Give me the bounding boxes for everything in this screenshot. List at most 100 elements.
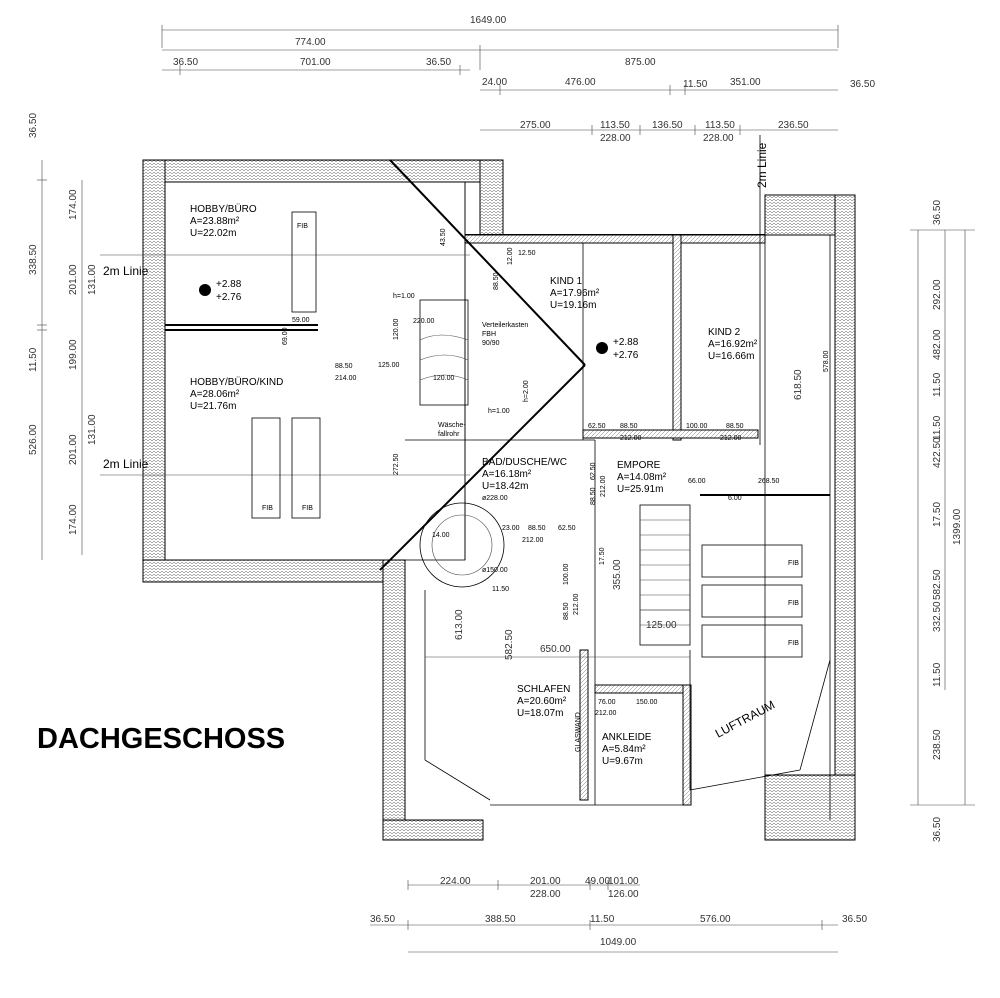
svg-text:150.00: 150.00 (636, 699, 658, 706)
svg-text:62.50: 62.50 (558, 525, 576, 532)
svg-text:A=28.06m²: A=28.06m² (190, 389, 240, 400)
dim-bottom-36-50-a: 36.50 (370, 914, 395, 925)
svg-text:23.00: 23.00 (502, 525, 520, 532)
svg-text:FIB: FIB (297, 223, 308, 230)
svg-text:62.50: 62.50 (590, 462, 597, 480)
dim-476: 476.00 (565, 77, 596, 88)
dim-bottom-228: 228.00 (530, 889, 561, 900)
dim-right-11-50-c: 11.50 (932, 415, 943, 440)
svg-text:A=20.60m²: A=20.60m² (517, 696, 567, 707)
staircase (419, 299, 691, 646)
two-meter-line-label-2: 2m Linie (103, 457, 149, 471)
svg-text:A=23.88m²: A=23.88m² (190, 216, 240, 227)
dim-right-17-50: 17.50 (932, 502, 943, 527)
svg-text:BAD/DUSCHE/WC: BAD/DUSCHE/WC (482, 457, 567, 468)
svg-text:U=18.07m: U=18.07m (517, 708, 563, 719)
dim-875: 875.00 (625, 57, 656, 68)
svg-text:272.50: 272.50 (393, 453, 400, 475)
roof-window-2 (251, 417, 281, 519)
svg-text:613.00: 613.00 (454, 609, 465, 640)
dim-left-11-50: 11.50 (28, 347, 39, 372)
svg-text:11.50: 11.50 (492, 586, 509, 593)
dim-bottom-126: 126.00 (608, 889, 639, 900)
roof-window-4 (701, 544, 803, 578)
svg-text:+2.76: +2.76 (216, 292, 242, 303)
svg-text:62.50: 62.50 (588, 423, 606, 430)
svg-text:214.00: 214.00 (335, 375, 357, 382)
dim-774: 774.00 (295, 37, 326, 48)
level-marker-1: +2.88 +2.76 (199, 279, 242, 303)
dim-left-201-b: 201.00 (68, 434, 79, 465)
top-dimensions: 1649.00 774.00 875.00 36.50 701.00 36.50… (161, 15, 875, 144)
dim-bottom-576: 576.00 (700, 914, 731, 925)
svg-text:578.00: 578.00 (823, 350, 830, 372)
verteiler-label-3: 90/90 (482, 340, 500, 347)
dim-right-292: 292.00 (932, 279, 943, 310)
dim-bottom-11-50: 11.50 (590, 914, 615, 925)
svg-text:U=25.91m: U=25.91m (617, 484, 663, 495)
svg-text:A=16.92m²: A=16.92m² (708, 339, 758, 350)
svg-text:88.50: 88.50 (528, 525, 546, 532)
dim-36-50-b: 36.50 (426, 57, 451, 68)
svg-text:66.00: 66.00 (688, 478, 706, 485)
dim-228-b: 228.00 (703, 133, 734, 144)
room-kind-2: KIND 2 A=16.92m² U=16.66m (708, 327, 758, 362)
svg-text:+2.76: +2.76 (613, 350, 639, 361)
luftraum-label: LUFTRAUM (713, 698, 777, 741)
dim-36-50-a: 36.50 (173, 57, 198, 68)
svg-text:125.00: 125.00 (646, 620, 677, 631)
svg-text:12.50: 12.50 (518, 250, 536, 257)
right-dimensions: 36.50 292.00 11.50 422.50 17.50 582.50 3… (910, 200, 975, 842)
two-meter-line-label-3: 2m Linie (755, 142, 769, 188)
dim-left-338-50: 338.50 (28, 244, 39, 275)
roof-ridge-line-a (389, 159, 586, 366)
svg-text:125.00: 125.00 (378, 362, 400, 369)
svg-text:355.00: 355.00 (612, 559, 623, 590)
dim-left-526: 526.00 (28, 424, 39, 455)
dim-113-50-a: 113.50 (600, 120, 630, 131)
dim-bottom-36-50-b: 36.50 (842, 914, 867, 925)
dim-136-50: 136.50 (652, 120, 683, 131)
bottom-dimensions: 224.00 201.00 49.00 101.00 228.00 126.00… (370, 876, 867, 953)
svg-text:12.00: 12.00 (507, 247, 514, 265)
room-hobby-buero-kind: HOBBY/BÜRO/KIND A=28.06m² U=21.76m (190, 376, 283, 412)
svg-text:17.50: 17.50 (599, 547, 606, 565)
svg-text:76.00: 76.00 (598, 699, 616, 706)
svg-text:SCHLAFEN: SCHLAFEN (517, 684, 570, 695)
dim-right-238-50: 238.50 (932, 729, 943, 760)
dim-bottom-101: 101.00 (608, 876, 639, 887)
svg-text:69.00: 69.00 (282, 327, 289, 345)
svg-text:6.00: 6.00 (728, 495, 742, 502)
level-marker-2: +2.88 +2.76 (596, 337, 639, 361)
dim-bottom-388-50: 388.50 (485, 914, 516, 925)
dim-11-50-top: 11.50 (683, 79, 708, 90)
room-empore: EMPORE A=14.08m² U=25.91m (617, 460, 667, 495)
svg-text:FIB: FIB (788, 640, 799, 647)
svg-text:h=2.00: h=2.00 (523, 380, 530, 402)
svg-text:HOBBY/BÜRO/KIND: HOBBY/BÜRO/KIND (190, 376, 283, 388)
svg-text:KIND 2: KIND 2 (708, 327, 741, 338)
dim-bottom-49: 49.00 (585, 876, 610, 887)
page-title: DACHGESCHOSS (37, 723, 285, 755)
roof-ridge-line-b (379, 364, 586, 571)
svg-text:88.50: 88.50 (563, 602, 570, 620)
left-dimensions: 36.50 338.50 11.50 526.00 174.00 201.00 … (28, 113, 98, 560)
dim-left-174-b: 174.00 (68, 504, 79, 535)
dim-right-1399: 1399.00 (952, 508, 963, 545)
svg-text:+2.88: +2.88 (216, 279, 242, 290)
svg-text:268.50: 268.50 (758, 478, 780, 485)
dim-36-50-c: 36.50 (850, 79, 875, 90)
roof-window-6 (701, 624, 803, 658)
dim-left-131-a: 131.00 (87, 264, 98, 295)
dim-bottom-201: 201.00 (530, 876, 561, 887)
svg-text:FIB: FIB (788, 600, 799, 607)
dim-left-201-a: 201.00 (68, 264, 79, 295)
glaswand-label: GLASWAND (575, 712, 582, 752)
waesche-label-2: fallrohr (438, 431, 460, 438)
dim-24: 24.00 (482, 77, 507, 88)
inner-dimensions: 43.50 12.50 88.50 12.00 59.00 69.00 88.5… (282, 228, 830, 717)
svg-text:14.00: 14.00 (432, 532, 450, 539)
svg-text:212.00: 212.00 (522, 537, 544, 544)
svg-text:100.00: 100.00 (563, 563, 570, 585)
